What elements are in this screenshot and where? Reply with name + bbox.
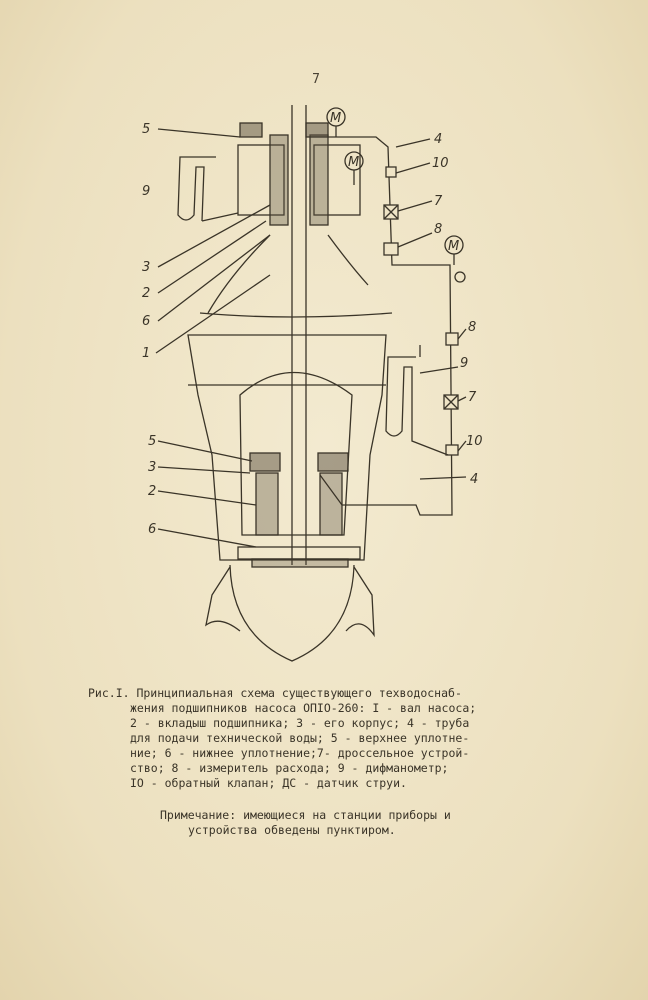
upper-housing-right: [313, 144, 361, 216]
upper-manometer: [177, 156, 216, 222]
caption-line: жения подшипников насоса ОПIО-260: I - в…: [130, 701, 477, 715]
label-9-bottom: 9: [460, 356, 468, 371]
label-1: 1: [142, 346, 150, 361]
lower-seal-plate: [237, 546, 361, 560]
lower-manometer: [385, 356, 449, 456]
caption-line: 2 - вкладыш подшипника; 3 - его корпус; …: [130, 716, 470, 730]
upper-seal-left: [239, 122, 263, 138]
gauge-symbol-2: M: [348, 155, 359, 170]
lower-bearing-right: [319, 472, 343, 536]
label-9-top: 9: [142, 184, 150, 199]
flow-meter-8-bottom: [445, 332, 459, 346]
upper-seal-right: [305, 122, 329, 138]
caption-line: для подачи технической воды; 5 - верхнее…: [130, 731, 470, 745]
label-10-bottom: 10: [466, 434, 483, 449]
cone-left: [207, 234, 271, 314]
figure-caption: Рис.I. Принципиальная схема существующег…: [88, 686, 558, 791]
note-line: Примечание: имеющиеся на станции приборы…: [160, 808, 451, 822]
pump-bearing-water-supply-diagram: M M M 5 9 3 2 6 1 5 3 2 6 4 10 7 8 8 9 7…: [120, 95, 500, 675]
label-5-top: 5: [142, 122, 150, 137]
label-4-bottom: 4: [470, 472, 478, 487]
label-7-top: 7: [434, 194, 443, 209]
label-10-top: 10: [432, 156, 449, 171]
label-5-bottom: 5: [148, 434, 156, 449]
note-line: устройства обведены пунктиром.: [188, 823, 396, 837]
flange-line: [199, 312, 393, 318]
label-7-bottom: 7: [468, 390, 477, 405]
fairing: [229, 564, 355, 662]
lower-seal-left: [249, 452, 281, 472]
pump-body: [187, 334, 387, 561]
caption-line: ство; 8 - измеритель расхода; 9 - дифман…: [130, 761, 449, 775]
label-2-top: 2: [142, 286, 150, 301]
check-valve-10-top: [385, 166, 397, 178]
label-2-bottom: 2: [148, 484, 156, 499]
label-3-bottom: 3: [148, 460, 156, 475]
label-3-top: 3: [142, 260, 150, 275]
schematic-drawing: M M M 5 9 3 2 6 1 5 3 2 6 4 10 7 8 8 9 7…: [142, 105, 483, 662]
lower-seal-right: [317, 452, 349, 472]
upper-housing-left: [237, 144, 285, 216]
label-8-bottom: 8: [468, 320, 476, 335]
caption-line: IO - обратный клапан; ДС - датчик струи.: [130, 776, 407, 790]
water-supply-pipe: [319, 136, 453, 516]
jet-sensor: [454, 271, 466, 283]
caption-line: Рис.I. Принципиальная схема существующег…: [88, 686, 462, 700]
gauge-symbol-3: M: [448, 239, 459, 254]
upper-bearing-liner-left: [269, 134, 289, 226]
hub: [239, 371, 353, 536]
upper-bearing-liner-right: [309, 134, 329, 226]
label-4-top: 4: [434, 132, 442, 147]
label-6-bottom: 6: [148, 522, 156, 537]
check-valve-10-bottom: [445, 444, 459, 456]
caption-line: ние; 6 - нижнее уплотнение;7- дроссельно…: [130, 746, 470, 760]
flow-meter-8-top: [383, 242, 399, 256]
label-8-top: 8: [434, 222, 442, 237]
lower-bearing-left: [255, 472, 279, 536]
figure-note: Примечание: имеющиеся на станции приборы…: [160, 808, 520, 838]
gauge-symbol-1: M: [330, 111, 341, 126]
page-number: 7: [312, 72, 320, 87]
label-6-top: 6: [142, 314, 150, 329]
